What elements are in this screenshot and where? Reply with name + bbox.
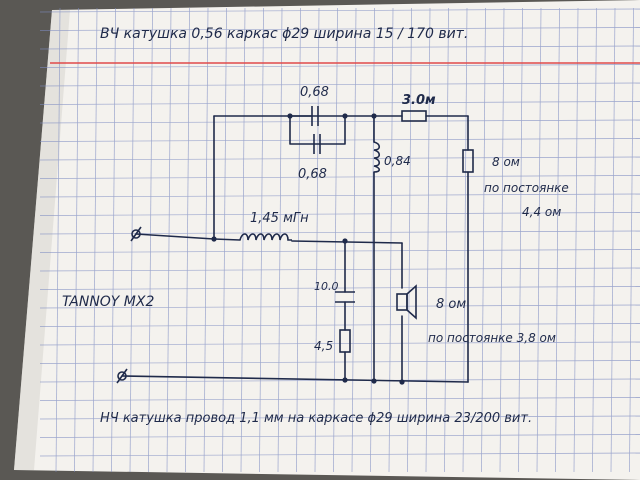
- tweeter-dcr-line2: 4,4 ом: [522, 205, 561, 219]
- capacitor-top: [289, 106, 319, 126]
- tweeter-dcr-line1: по постоянке: [484, 181, 569, 195]
- inductor-woofer-label: 1,45 мГн: [250, 211, 309, 226]
- input-terminal-minus: [116, 368, 128, 384]
- grid-lines: [39, 7, 640, 473]
- resistor-tweeter: [401, 110, 427, 122]
- input-terminal-plus: [130, 226, 142, 242]
- paper-sheet: [14, 0, 640, 480]
- capacitor-zobel: [335, 291, 355, 303]
- inductor-tweeter: [373, 141, 381, 173]
- cap-bottom-label: 0,68: [298, 167, 327, 182]
- footer-note: НЧ катушка провод 1,1 мм на каркасе ϕ29 …: [100, 411, 532, 426]
- header-note: ВЧ катушка 0,56 каркас ϕ29 ширина 15 / 1…: [100, 26, 468, 42]
- capacitor-bottom: [313, 134, 321, 154]
- tweeter-speaker-icon: [462, 149, 474, 173]
- woofer-impedance: 8 ом: [436, 297, 466, 312]
- junction-dots: [211, 113, 405, 385]
- capacitor-zobel-label: 10.0: [314, 280, 339, 293]
- woofer-dcr: по постоянке 3,8 ом: [428, 331, 556, 345]
- paper-shadow: [14, 10, 70, 470]
- tweeter-impedance: 8 ом: [492, 155, 520, 169]
- resistor-tweeter-label: 3.0м: [402, 93, 436, 108]
- woofer-speaker-icon: [396, 284, 417, 320]
- inductor-tweeter-label: 0,84: [384, 154, 411, 168]
- resistor-zobel: [339, 329, 351, 353]
- cap-top-label: 0,68: [300, 85, 329, 100]
- resistor-zobel-label: 4,5: [314, 339, 333, 353]
- model-label: TANNOY MX2: [62, 294, 154, 310]
- inductor-woofer: [239, 233, 292, 241]
